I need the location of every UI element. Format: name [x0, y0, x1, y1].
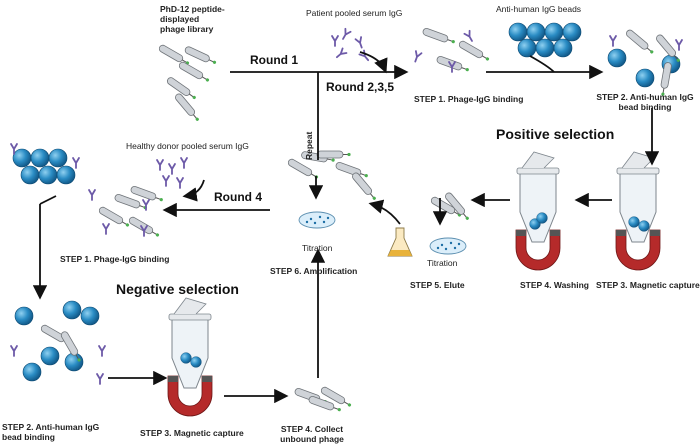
neg-step3-illustration [167, 297, 213, 417]
flask-illustration [387, 227, 413, 257]
pos-step2-label: STEP 2. Anti-human IgG bead binding [596, 92, 694, 112]
repeat-label: Repeat [304, 131, 314, 160]
pos-step6-label: STEP 6. Amplification [270, 266, 358, 276]
library-label: PhD-12 peptide-displayed phage library [160, 4, 225, 34]
round4-label: Round 4 [214, 190, 262, 204]
titration-label-2: Titration [427, 258, 458, 268]
beads-illustration [508, 22, 582, 58]
neg-beads-illustration [10, 143, 80, 185]
neg-step4-label: STEP 4. Collect unbound phage [280, 424, 344, 444]
healthy-serum-label: Healthy donor pooled serum IgG [126, 141, 249, 151]
phage-library-illustration [157, 43, 218, 124]
patient-serum-label: Patient pooled serum IgG [306, 8, 403, 18]
pos-step6-illustration [286, 150, 379, 229]
pos-step5-illustration [429, 191, 472, 255]
round235-label: Round 2,3,5 [326, 80, 395, 94]
patient-igg-illustration [331, 27, 372, 63]
pos-step4-illustration [515, 151, 561, 271]
positive-selection-title: Positive selection [496, 126, 615, 142]
neg-step1-illustration [88, 184, 165, 240]
neg-step4-illustration [293, 385, 354, 414]
arrows [32, 51, 660, 404]
titration-label-1: Titration [302, 243, 333, 253]
pos-step1-illustration [411, 26, 492, 74]
pos-step3-label: STEP 3. Magnetic capture [596, 280, 700, 290]
healthy-igg-illustration [156, 157, 188, 189]
pos-step4-label: STEP 4. Washing [520, 280, 589, 290]
pos-step5-label: STEP 5. Elute [410, 280, 465, 290]
neg-step2-illustration [10, 300, 106, 385]
round1-label: Round 1 [250, 53, 298, 67]
neg-step1-label: STEP 1. Phage-IgG binding [60, 254, 170, 264]
pos-step3-illustration [615, 151, 661, 271]
pos-step2-illustration [607, 28, 683, 97]
neg-step2-label: STEP 2. Anti-human IgG bead binding [2, 422, 100, 442]
neg-step3-label: STEP 3. Magnetic capture [140, 428, 244, 438]
beads-label: Anti-human IgG beads [496, 4, 582, 14]
pos-step1-label: STEP 1. Phage-IgG binding [414, 94, 524, 104]
negative-selection-title: Negative selection [116, 281, 239, 297]
